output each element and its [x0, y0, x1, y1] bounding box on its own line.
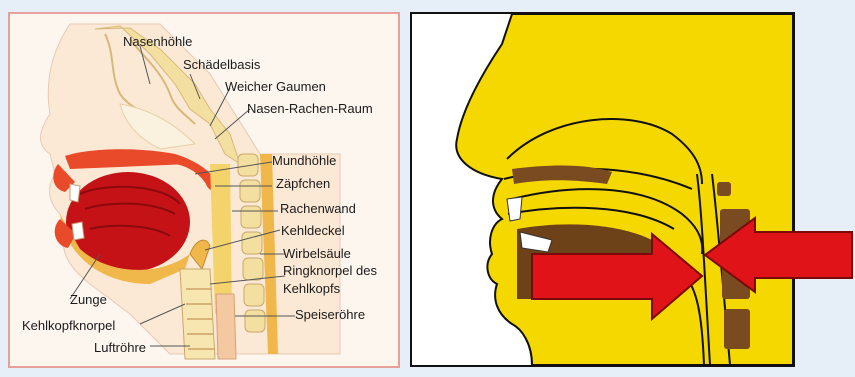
label-kehldeckel: Kehldeckel [281, 224, 345, 238]
label-nasen-rachen-raum: Nasen-Rachen-Raum [247, 102, 373, 116]
label-mundhoehle: Mundhöhle [272, 154, 336, 168]
label-ringknorpel-line1: Ringknorpel des [283, 264, 377, 278]
label-schaedelbasis: Schädelbasis [183, 58, 260, 72]
label-luftroehre: Luftröhre [94, 341, 146, 355]
head-schematic [412, 14, 793, 365]
label-weicher-gaumen: Weicher Gaumen [225, 80, 326, 94]
label-nasenhoehle: Nasenhöhle [123, 35, 192, 49]
schematic-diagram [410, 12, 795, 367]
label-kehlkopfknorpel: Kehlkopfknorpel [22, 319, 115, 333]
arrow-left-icon [700, 215, 855, 295]
label-zunge: Zunge [70, 293, 107, 307]
label-rachenwand: Rachenwand [280, 202, 356, 216]
label-zaepfchen: Zäpfchen [276, 177, 330, 191]
label-ringknorpel-line2: Kehlkopfs [283, 282, 340, 296]
label-speiseroehre: Speiseröhre [295, 308, 365, 322]
label-wirbelsaeule: Wirbelsäule [283, 247, 351, 261]
